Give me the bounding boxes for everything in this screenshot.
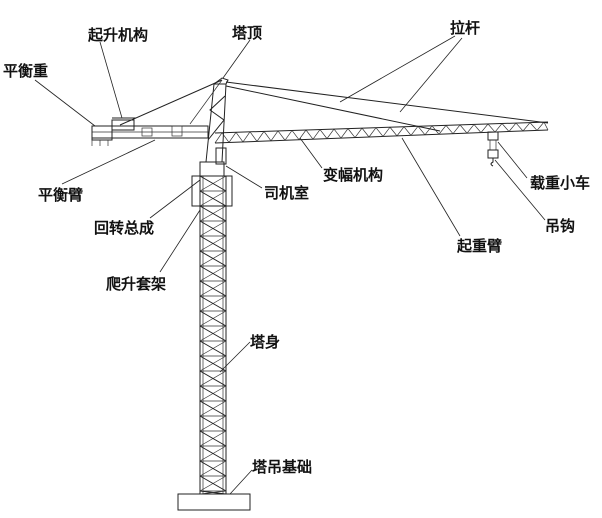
lattice-member: [326, 128, 335, 139]
lattice-member: [199, 280, 227, 297]
leader-lines: [34, 35, 546, 495]
lattice-member: [368, 127, 377, 138]
lattice-member: [361, 127, 370, 138]
lattice-member: [214, 132, 223, 144]
label-trolley: 载重小车: [530, 174, 590, 192]
lattice-member: [473, 124, 482, 133]
lattice-member: [199, 385, 227, 402]
lattice-member: [199, 265, 227, 282]
label-tie-rod: 拉杆: [450, 19, 480, 37]
label-hook: 吊钩: [545, 217, 575, 235]
label-hoist-mechanism: 起升机构: [87, 26, 148, 44]
lattice-member: [199, 340, 227, 357]
lattice-member: [199, 235, 227, 252]
lattice-member: [242, 131, 251, 143]
slewing-shape: [199, 161, 225, 177]
lattice-member: [221, 132, 230, 143]
lattice-member: [199, 460, 227, 477]
lattice-member: [536, 121, 545, 131]
lattice-member: [508, 122, 517, 132]
lattice-member: [487, 123, 496, 133]
tie-rods: [119, 79, 549, 132]
lattice-member: [319, 129, 328, 139]
lattice-member: [480, 123, 489, 133]
lattice-member: [199, 310, 227, 327]
label-jib: 起重臂: [456, 237, 502, 255]
lattice-member: [249, 131, 258, 142]
lattice-member: [515, 122, 524, 132]
lattice-member: [417, 126, 426, 136]
lattice-member: [396, 126, 405, 137]
lattice-member: [291, 130, 300, 140]
lattice-member: [452, 124, 461, 134]
lattice-member: [424, 125, 433, 136]
lattice-member: [459, 124, 468, 134]
lattice-member: [284, 130, 293, 141]
lattice-member: [199, 475, 227, 492]
lattice-member: [312, 129, 321, 140]
lattice-member: [199, 430, 227, 447]
lattice-member: [199, 325, 227, 342]
labels: 起升机构 塔顶 拉杆 平衡重 平衡臂 司机室 变幅机构 载重小车 回转总成 吊钩…: [3, 19, 590, 476]
label-tower-body: 塔身: [250, 333, 280, 351]
lattice-member: [199, 445, 227, 462]
lattice-member: [305, 129, 314, 140]
lattice-member: [263, 131, 272, 142]
lattice-member: [438, 125, 447, 135]
lattice-member: [199, 175, 227, 192]
lattice-member: [354, 127, 363, 138]
label-slewing-assembly: 回转总成: [94, 219, 154, 237]
label-luffing-mechanism: 变幅机构: [323, 166, 383, 184]
foundation-block: [177, 493, 251, 511]
lattice-member: [199, 205, 227, 222]
label-foundation: 塔吊基础: [252, 458, 312, 476]
lattice-member: [494, 123, 503, 133]
lattice-member: [543, 121, 549, 131]
cab-shape: [215, 147, 227, 165]
trolley-hook-shape: [487, 131, 499, 167]
lattice-member: [389, 126, 398, 137]
label-cab: 司机室: [264, 184, 309, 202]
lattice-member: [199, 355, 227, 372]
tower-body-lattice: [199, 175, 227, 495]
label-counterweight: 平衡重: [3, 62, 48, 80]
lattice-member: [199, 250, 227, 267]
lattice-member: [347, 128, 356, 138]
lattice-member: [228, 132, 237, 143]
label-climbing-frame: 爬升套架: [105, 275, 166, 293]
counter-jib-shape: [91, 117, 209, 146]
lattice-member: [410, 126, 419, 136]
lattice-member: [382, 127, 391, 137]
crane-drawing: [91, 77, 549, 511]
lattice-member: [270, 130, 279, 142]
lattice-member: [403, 126, 412, 136]
label-counter-jib: 平衡臂: [38, 186, 83, 204]
lattice-member: [199, 190, 227, 207]
lattice-member: [235, 132, 244, 143]
lattice-member: [199, 490, 227, 495]
lattice-member: [340, 128, 349, 139]
lattice-member: [199, 400, 227, 417]
lattice-member: [445, 125, 454, 134]
lattice-member: [199, 370, 227, 387]
lattice-member: [333, 128, 342, 139]
lattice-member: [199, 295, 227, 312]
label-tower-top: 塔顶: [232, 24, 262, 42]
lattice-member: [466, 124, 475, 134]
lattice-member: [529, 122, 538, 131]
lattice-member: [501, 123, 510, 132]
lattice-member: [199, 220, 227, 237]
lattice-member: [256, 131, 265, 142]
lattice-member: [522, 122, 531, 132]
tower-top-shape: [205, 77, 229, 163]
lattice-member: [199, 415, 227, 432]
lattice-member: [277, 130, 286, 141]
lattice-member: [375, 127, 384, 137]
